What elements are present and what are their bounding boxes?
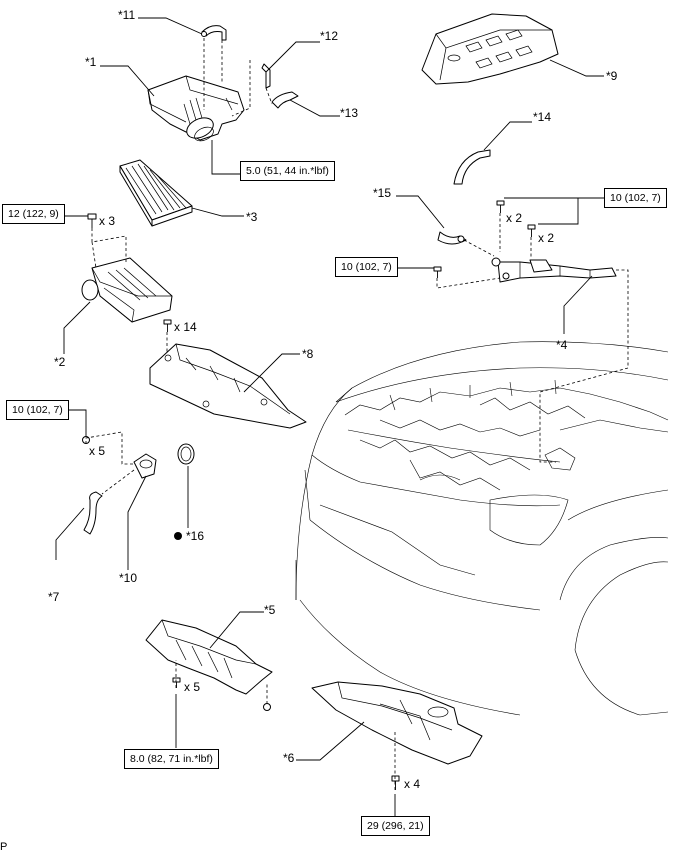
part-13-hose [271,91,299,109]
part-5-cover [145,619,273,695]
callout-11: *11 [118,8,136,22]
qty-cover8: x 14 [174,320,197,334]
bolt-under-icon [391,775,400,790]
bolt-icons [82,200,536,790]
callout-2: *2 [54,355,66,369]
callout-5: *5 [264,603,276,617]
part-11-hose [201,25,227,41]
part-3-filter-element [119,159,193,227]
torque-outlet: 10 (102, 7) [6,400,69,420]
part-12-hose [261,63,271,89]
part-8-cover [149,343,307,429]
bolt-cover5b-icon [263,703,271,711]
torque-case: 12 (122, 9) [2,204,65,224]
callout-4: *4 [556,338,568,352]
assembly-lines [85,38,629,790]
callout-10: *10 [119,571,138,585]
callout-7: *7 [48,590,60,604]
part-9-engine-cover [421,13,559,85]
part-16-gasket [177,443,195,465]
callout-16: *16 [174,529,204,543]
page-code: P [0,841,8,853]
callout-9: *9 [606,69,618,83]
qty-under: x 4 [404,777,421,791]
part-15-hose [437,231,467,245]
callout-13: *13 [340,106,359,120]
torque-under-cover: 29 (296, 21) [361,816,430,836]
new-part-marker-icon [174,532,182,540]
qty-case: x 3 [99,214,116,228]
qty-cover5: x 5 [184,680,201,694]
part-1-air-cleaner-cap [147,75,245,142]
part-6-under-cover [311,681,483,765]
bolt-pipe-c-icon [433,266,442,278]
bolt-pipe-b-icon [527,224,536,237]
torque-air-cleaner: 5.0 (51, 44 in.*lbf) [240,161,335,181]
qty-pipe-2: x 2 [538,231,555,245]
callout-6: *6 [283,751,295,765]
bolt-case-icon [87,213,97,228]
callout-15: *15 [373,186,392,200]
bolt-pipe-a-icon [496,200,505,213]
part-10-water-outlet [133,453,157,479]
part-14-hose [453,149,491,185]
bolt-cover5-icon [172,677,181,688]
callout-12: *12 [320,29,339,43]
part-4-water-pipe [491,257,617,283]
qty-outlet: x 5 [89,444,106,458]
part-7-hose [83,491,103,535]
torque-pipe-bolts: 10 (102, 7) [604,188,667,208]
torque-pipe-bracket: 10 (102, 7) [335,257,398,277]
callout-1: *1 [85,55,97,69]
qty-pipe-1: x 2 [506,211,523,225]
vehicle-outline [295,341,669,716]
callout-8: *8 [302,347,314,361]
bolt-cover8-icon [163,319,172,332]
torque-cover5: 8.0 (82, 71 in.*lbf) [124,749,219,769]
part-2-air-cleaner-case [81,257,173,323]
leader-lines [55,17,604,816]
callout-14: *14 [533,110,552,124]
callout-3: *3 [246,210,258,224]
